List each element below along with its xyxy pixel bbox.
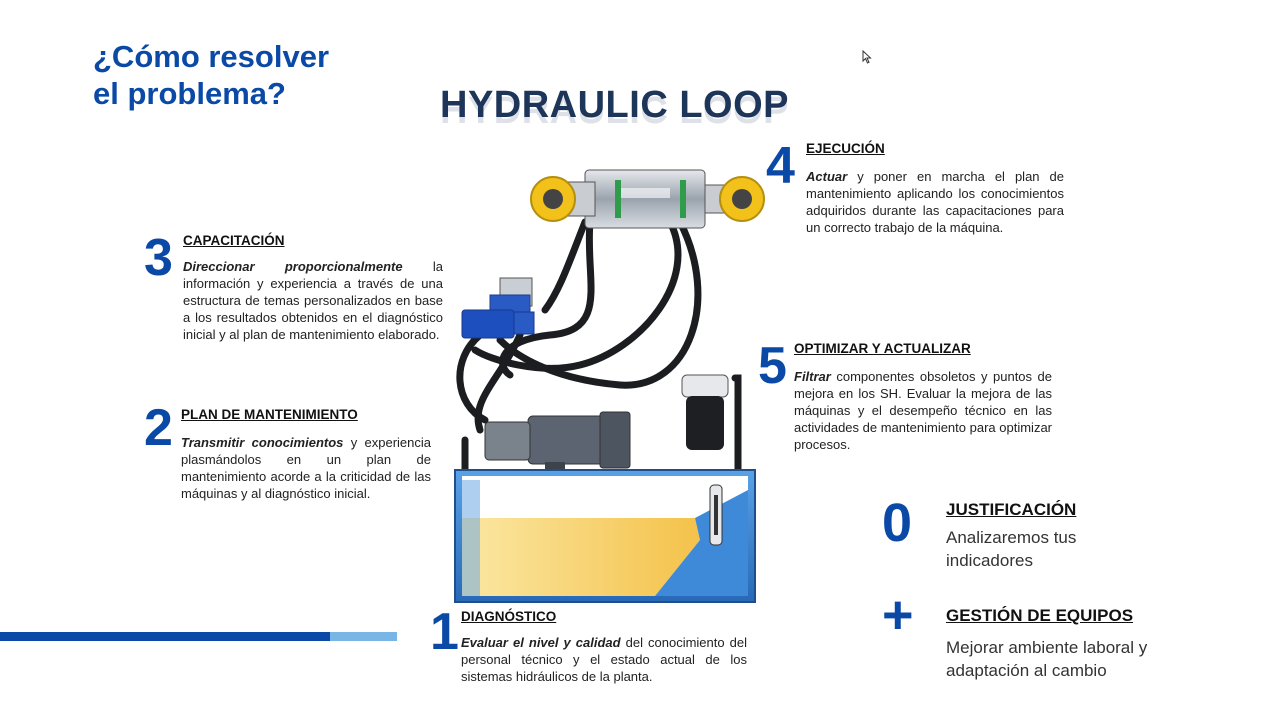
justification-text: Analizaremos tus indicadores	[946, 528, 1077, 570]
step-2-title: PLAN DE MANTENIMIENTO	[181, 407, 358, 422]
step-3-body: la información y experiencia a través de…	[183, 259, 443, 342]
team-management-text: Mejorar ambiente laboral y adaptación al…	[946, 638, 1148, 680]
oil-tank-icon	[454, 469, 756, 603]
step-5-body: componentes obsoletos y puntos de mejora…	[794, 369, 1052, 452]
accent-bar-dark	[0, 632, 330, 641]
step-4-title: EJECUCIÓN	[806, 141, 885, 156]
step-3-title: CAPACITACIÓN	[183, 233, 285, 248]
hydraulic-diagram	[454, 169, 765, 603]
team-management-symbol: +	[882, 585, 914, 645]
electric-motor-icon	[484, 411, 631, 470]
step-3-text: Direccionar proporcionalmente la informa…	[183, 258, 443, 343]
cursor-icon	[862, 50, 872, 64]
step-4-number: 4	[766, 137, 795, 195]
hydraulic-cylinder-icon	[530, 169, 765, 229]
team-management-title: GESTIÓN DE EQUIPOS	[946, 606, 1134, 625]
slide-title-line1: ¿Cómo resolver	[93, 39, 330, 74]
accent-bar-light	[330, 632, 397, 641]
slide-title: ¿Cómo resolver el problema?	[93, 38, 329, 112]
step-4-body: y poner en marcha el plan de mantenimien…	[806, 169, 1064, 235]
step-5-text: Filtrar componentes obsoletos y puntos d…	[794, 368, 1052, 453]
directional-valve-icon	[461, 277, 535, 339]
loop-title: HYDRAULIC LOOP	[440, 84, 789, 126]
step-5-title: OPTIMIZAR Y ACTUALIZAR	[794, 341, 971, 356]
justification-title: JUSTIFICACIÓN	[946, 500, 1077, 519]
hydraulic-filter-icon	[681, 374, 729, 450]
step-2-body: y experiencia plasmándolos en un plan de…	[181, 435, 431, 501]
step-1-title: DIAGNÓSTICO	[461, 609, 557, 624]
step-1-number: 1	[430, 603, 459, 661]
justification-symbol: 0	[882, 493, 913, 553]
step-4-lead: Actuar	[806, 169, 848, 184]
step-2-lead: Transmitir conocimientos	[181, 435, 344, 450]
step-2-number: 2	[144, 399, 173, 457]
step-4-text: Actuar y poner en marcha el plan de mant…	[806, 168, 1064, 236]
step-2-text: Transmitir conocimientos y experiencia p…	[181, 434, 431, 502]
step-1-body: del conocimiento del personal técnico y …	[461, 635, 747, 684]
slide-title-line2: el problema?	[93, 76, 286, 111]
step-3-lead: Direccionar proporcionalmente	[183, 259, 403, 274]
step-3-number: 3	[144, 229, 173, 287]
step-5-number: 5	[758, 337, 787, 395]
step-1-text: Evaluar el nivel y calidad del conocimie…	[461, 634, 747, 685]
step-1-lead: Evaluar el nivel y calidad	[461, 635, 621, 650]
hoses	[456, 218, 742, 474]
step-5-lead: Filtrar	[794, 369, 831, 384]
